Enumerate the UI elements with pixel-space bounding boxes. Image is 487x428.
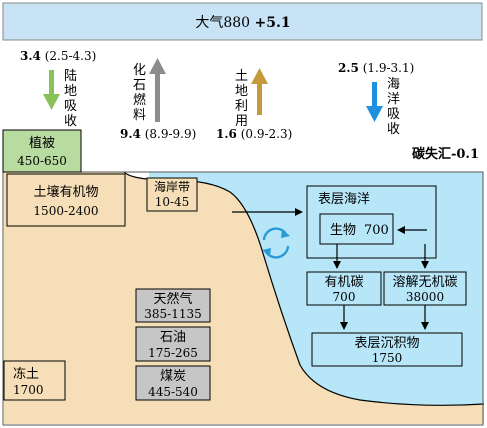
organic-carbon-value: 700 [333,290,356,304]
land-uptake-label: 陆 地 吸 收 [64,68,77,129]
natural-gas-value: 385-1135 [144,307,202,321]
ocean-uptake-label: 海 洋 吸 收 [387,77,400,137]
svg-text:用: 用 [235,114,248,129]
dissolved-inorganic-box [383,271,467,306]
oil-label: 石油 [160,330,186,345]
ocean-uptake-value: 2.5 (1.9-3.1) [338,61,414,75]
oil-value: 175-265 [148,346,198,360]
svg-text:陆: 陆 [64,68,77,84]
svg-text:燃: 燃 [133,92,146,108]
vegetation-value: 450-650 [17,154,67,168]
surface-sediment-box [311,332,463,367]
land-use-value: 1.6 (0.9-2.3) [216,127,292,141]
vegetation-box [2,129,82,173]
atmosphere-label: 大气880 +5.1 [195,15,290,31]
fossil-fuel-label: 化 石 燃 料 [133,63,146,123]
coal-box [135,365,211,401]
svg-text:吸: 吸 [64,99,77,114]
surface-sediment-value: 1750 [372,351,403,365]
svg-text:料: 料 [133,108,146,123]
coastal-zone-label: 海岸带 [154,179,190,194]
land-use-arrow-icon [251,68,268,115]
svg-text:海: 海 [387,77,400,92]
svg-text:吸: 吸 [387,107,400,122]
fossil-fuel-value: 9.4 (8.9-9.9) [120,127,196,141]
svg-text:化: 化 [133,63,146,78]
carbon-sink-loss: 碳失汇-0.1 [412,146,479,162]
fossil-fuel-arrow-icon [149,58,166,122]
natural-gas-box [135,288,211,323]
coal-label: 煤炭 [160,369,186,384]
natural-gas-label: 天然气 [153,291,192,307]
dissolved-inorganic-label: 溶解无机碳 [392,275,457,290]
organic-carbon-box [306,271,382,306]
ocean-circulation-cycle-icon [262,227,290,259]
coastal-zone-box [146,177,198,212]
land-region [4,172,484,424]
permafrost-box [3,360,66,401]
svg-text:收: 收 [64,114,77,129]
svg-text:石: 石 [133,78,146,93]
land-uptake-value: 3.4 (2.5-4.3) [20,49,96,63]
svg-text:收: 收 [387,122,400,137]
svg-text:洋: 洋 [387,92,400,107]
soil-organic-box [6,173,126,227]
land-uptake-arrow-icon [43,70,60,110]
permafrost-label: 冻土 [13,366,39,382]
surface-ocean-label: 表层海洋 [318,192,370,207]
ocean-uptake-arrow-icon [366,82,383,122]
svg-text:土: 土 [235,69,248,84]
vegetation-label: 植被 [29,136,55,151]
svg-text:利: 利 [235,99,248,114]
coastal-zone-value: 10-45 [155,195,190,209]
coal-value: 445-540 [148,385,198,399]
organic-carbon-label: 有机碳 [324,275,363,290]
land-use-label: 土 地 利 用 [235,69,248,129]
dissolved-inorganic-value: 38000 [406,290,444,304]
soil-organic-label: 土壤有机物 [33,184,98,200]
atmosphere-box [2,2,483,41]
biota-box [319,213,394,245]
oil-box [135,326,211,362]
permafrost-value: 1700 [13,383,44,397]
svg-text:地: 地 [64,84,77,99]
surface-sediment-label: 表层沉积物 [354,336,419,351]
soil-organic-value: 1500-2400 [33,204,98,218]
svg-text:地: 地 [235,84,248,99]
